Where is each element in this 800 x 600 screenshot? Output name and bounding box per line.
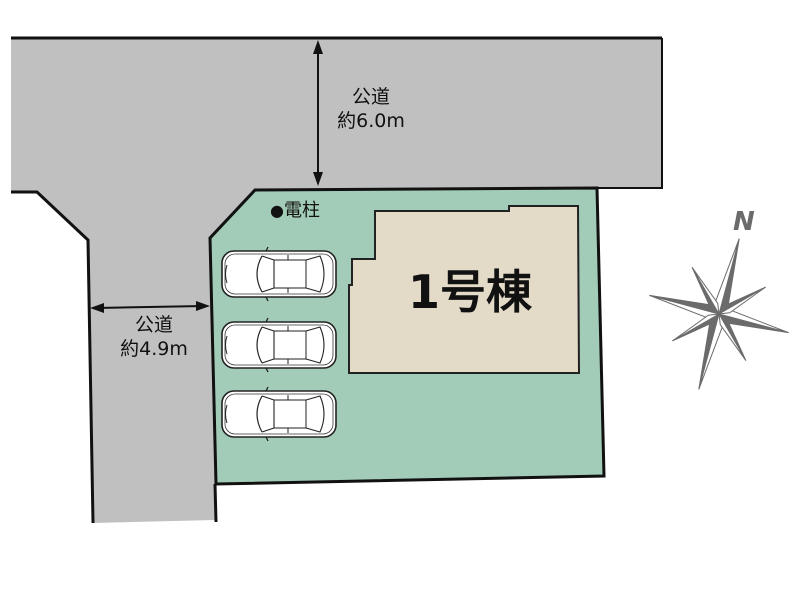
utility-pole: ●電柱 — [270, 200, 320, 223]
north-road-label: 公道 約6.0m — [326, 86, 416, 134]
utility-pole-label: 電柱 — [283, 200, 320, 221]
west-road-label: 公道 約4.9m — [104, 314, 204, 362]
north-road-width: 約6.0m — [337, 109, 405, 132]
utility-pole-icon: ● — [270, 201, 284, 220]
north-road-type: 公道 — [351, 86, 390, 108]
car-icon — [221, 246, 337, 302]
west-road-width: 約4.9m — [120, 337, 188, 360]
building-footprint — [348, 205, 581, 374]
west-road-dimension-arrow — [90, 301, 210, 313]
parking-spaces — [221, 246, 337, 442]
car-icon — [221, 386, 337, 442]
west-road-edge — [11, 190, 95, 524]
compass-north-label: N — [733, 207, 755, 237]
building-label: 1号棟 — [407, 265, 532, 319]
west-road-type: 公道 — [134, 314, 173, 336]
compass-rose-icon — [649, 238, 789, 390]
road-area — [11, 36, 663, 524]
car-icon — [221, 317, 337, 373]
north-road-dimension-arrow — [313, 40, 323, 186]
